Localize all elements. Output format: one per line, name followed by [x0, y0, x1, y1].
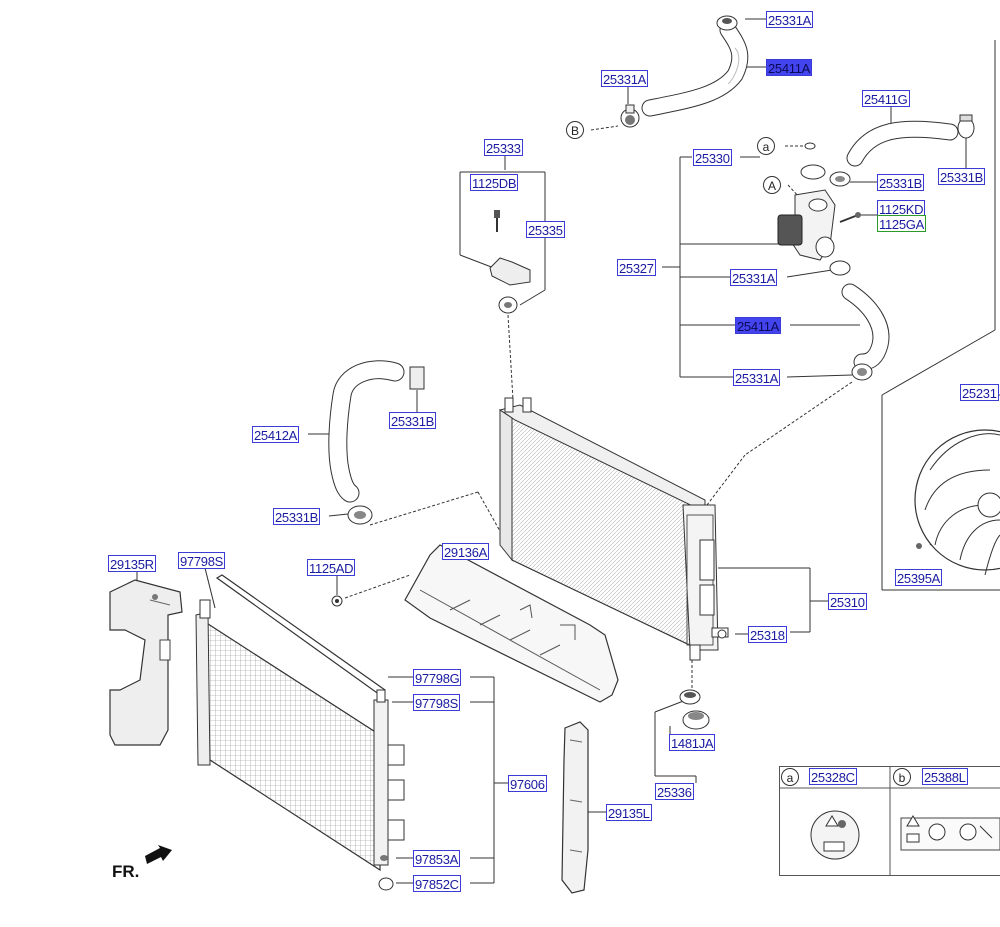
mount-bracket-parts — [489, 210, 531, 314]
hose-25412a — [328, 360, 425, 525]
part-label-25327[interactable]: 25327 — [617, 259, 656, 276]
radiator — [498, 397, 729, 661]
key-part-25388l[interactable]: 25388L — [922, 768, 968, 785]
ref-letter-a-lower: a — [757, 137, 775, 155]
part-label-25231[interactable]: 25231 — [960, 384, 999, 401]
part-label-97798s-top[interactable]: 97798S — [178, 552, 226, 569]
part-label-25336[interactable]: 25336 — [655, 783, 694, 800]
seal-29135l — [561, 721, 589, 894]
part-label-25395a[interactable]: 25395A — [895, 569, 943, 586]
part-label-25333[interactable]: 25333 — [484, 139, 523, 156]
ref-letter-a-upper: A — [763, 176, 781, 194]
leader-lines — [136, 18, 1000, 884]
part-label-25411a-mid[interactable]: 25411A — [735, 317, 782, 334]
ref-letter-b-upper: B — [566, 121, 584, 139]
part-label-97606[interactable]: 97606 — [508, 775, 547, 792]
part-label-25331b-lower[interactable]: 25331B — [273, 508, 321, 525]
radiator-cap — [679, 689, 710, 730]
part-label-25331a-mid[interactable]: 25331A — [730, 269, 778, 286]
part-label-25335[interactable]: 25335 — [526, 221, 565, 238]
part-label-25411g[interactable]: 25411G — [862, 90, 910, 107]
seal-29135r — [109, 579, 183, 746]
part-label-25310[interactable]: 25310 — [828, 593, 867, 610]
part-label-25318[interactable]: 25318 — [748, 626, 787, 643]
part-label-25411a-top[interactable]: 25411A — [766, 59, 813, 76]
part-label-29135r[interactable]: 29135R — [108, 555, 156, 572]
part-label-97853a[interactable]: 97853A — [413, 850, 461, 867]
front-arrow-icon — [145, 845, 172, 864]
part-label-25331a-left[interactable]: 25331A — [601, 70, 649, 87]
part-label-97852c[interactable]: 97852C — [413, 875, 461, 892]
key-letter-b: b — [893, 768, 911, 786]
condenser — [195, 599, 405, 891]
hose-25411a-mid — [841, 283, 890, 381]
part-label-25412a[interactable]: 25412A — [252, 426, 300, 443]
part-label-1125db[interactable]: 1125DB — [470, 174, 519, 191]
front-marker-label: FR. — [112, 862, 140, 881]
part-label-25331b-left[interactable]: 25331B — [389, 412, 437, 429]
part-label-25330[interactable]: 25330 — [693, 149, 732, 166]
part-label-1125ga[interactable]: 1125GA — [877, 215, 926, 232]
key-table — [779, 766, 1000, 876]
key-table-icons — [810, 810, 1000, 860]
part-label-29136a[interactable]: 29136A — [442, 543, 490, 560]
part-label-1125ad[interactable]: 1125AD — [307, 559, 356, 576]
hose-25411g — [829, 114, 975, 187]
part-label-25331a-low[interactable]: 25331A — [733, 369, 781, 386]
key-part-25328c[interactable]: 25328C — [809, 768, 857, 785]
part-label-29135l[interactable]: 29135L — [606, 804, 652, 821]
part-label-25331b-upper[interactable]: 25331B — [877, 174, 925, 191]
part-label-1481ja[interactable]: 1481JA — [669, 734, 716, 751]
key-letter-a: a — [781, 768, 799, 786]
bolt-1125ad — [331, 595, 727, 639]
part-label-97798g[interactable]: 97798G — [413, 669, 462, 686]
upper-hose-assembly — [620, 15, 749, 128]
part-label-25331a-top[interactable]: 25331A — [766, 11, 814, 28]
part-label-25331b-right[interactable]: 25331B — [938, 168, 986, 185]
cooling-fan — [914, 429, 1000, 576]
key-table-lines — [779, 766, 1000, 876]
part-label-97798s-mid[interactable]: 97798S — [413, 694, 461, 711]
thermostat-housing — [777, 142, 861, 276]
air-deflector — [404, 544, 619, 703]
